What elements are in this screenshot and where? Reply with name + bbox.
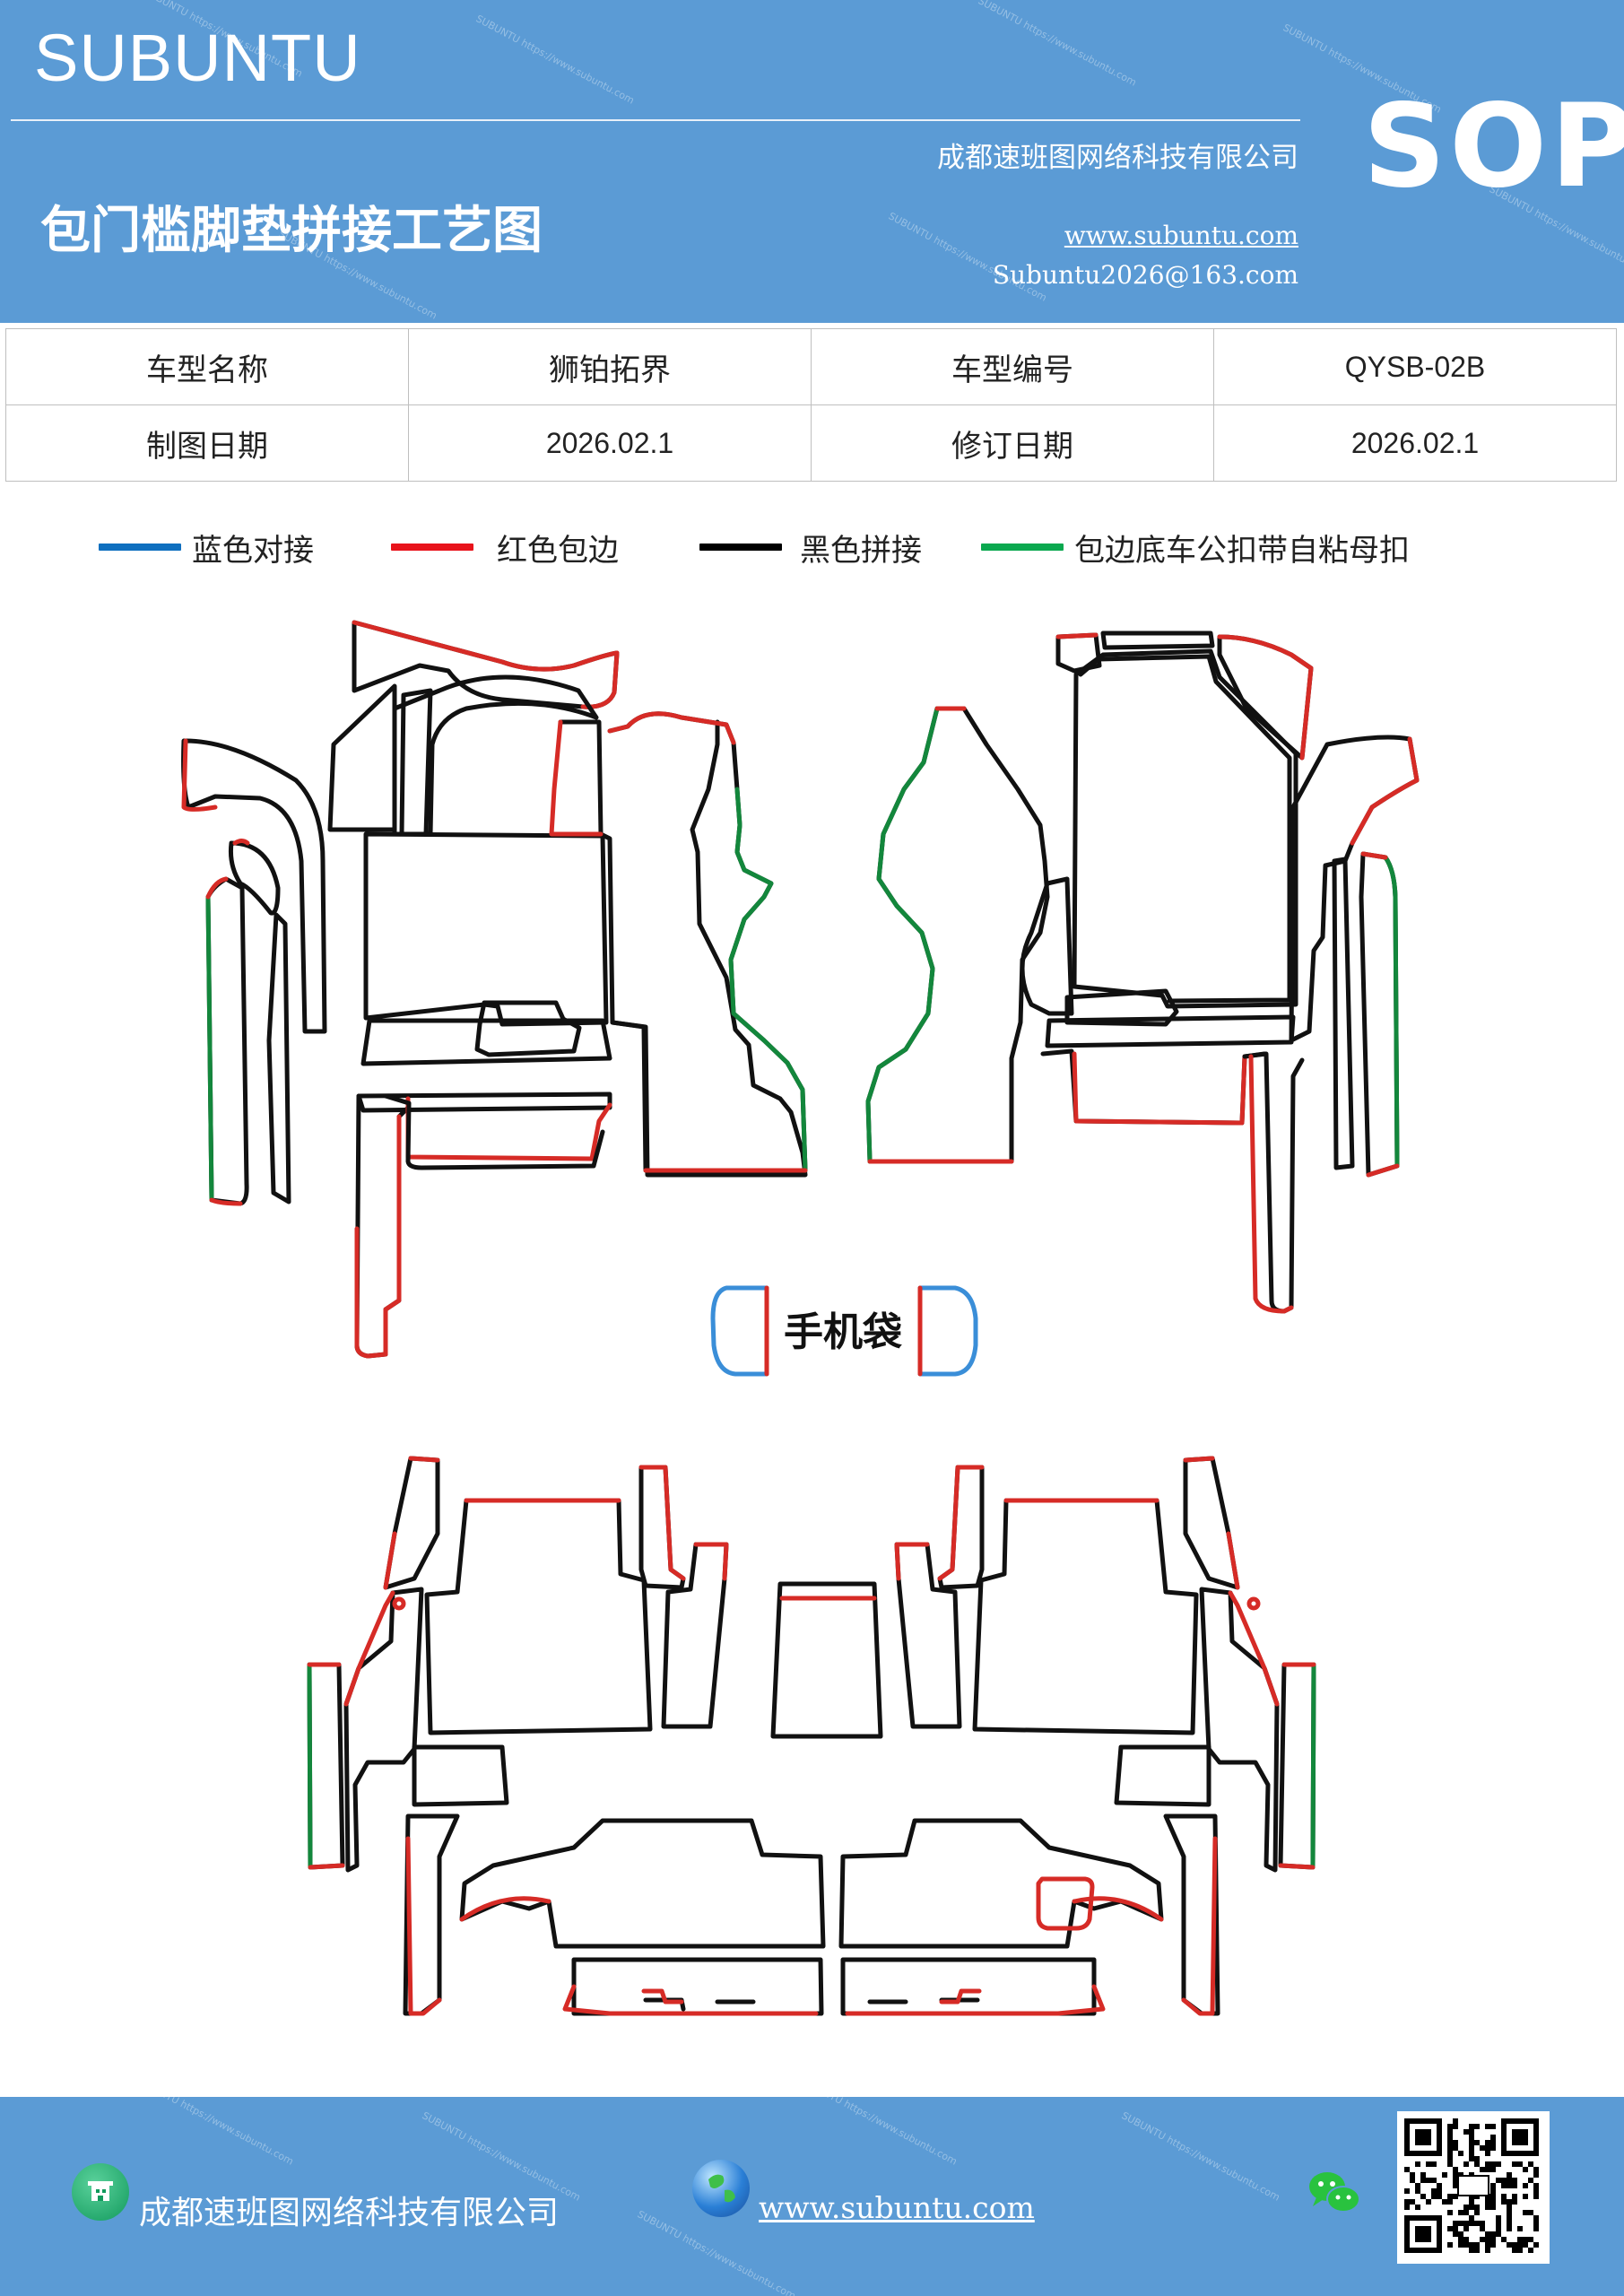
model-name-label: 车型名称 — [5, 328, 409, 405]
table-row: 车型名称 狮铂拓界 车型编号 QYSB-02B — [5, 328, 1617, 405]
header-divider — [11, 119, 1300, 121]
model-code-value: QYSB-02B — [1213, 328, 1617, 405]
watermark: SUBUNTU https://www.subuntu.com — [886, 210, 1049, 304]
model-code-label: 车型编号 — [811, 328, 1214, 405]
sop-badge: SOP — [1363, 80, 1624, 213]
lower-left-mats — [307, 1456, 883, 2016]
watermark: SUBUNTU https://www.subuntu.com — [796, 2097, 960, 2168]
header-company-name: 成都速班图网络科技有限公司 — [937, 142, 1298, 174]
legend-item-red: 红色包边 — [391, 525, 619, 570]
watermark: SUBUNTU https://www.subuntu.com — [1119, 2109, 1282, 2204]
footer-banner: SUBUNTU https://www.subuntu.com SUBUNTU … — [0, 2097, 1624, 2296]
watermark: SUBUNTU https://www.subuntu.com — [133, 2097, 296, 2168]
watermark: SUBUNTU https://www.subuntu.com — [976, 0, 1139, 89]
header-website-link[interactable]: www.subuntu.com — [1064, 221, 1298, 250]
draw-date-label: 制图日期 — [5, 404, 409, 482]
table-row: 制图日期 2026.02.1 修订日期 2026.02.1 — [5, 404, 1617, 482]
draw-date-value: 2026.02.1 — [408, 404, 812, 482]
globe-icon — [692, 2160, 750, 2217]
revise-date-value: 2026.02.1 — [1213, 404, 1617, 482]
upper-right-mats — [865, 631, 1420, 1314]
qr-code[interactable] — [1397, 2111, 1550, 2264]
document-title: 包门槛脚垫拼接工艺图 — [40, 202, 543, 260]
model-name-value: 狮铂拓界 — [408, 328, 812, 405]
wechat-icon — [1302, 2160, 1367, 2224]
lower-right-mats — [838, 1456, 1316, 2016]
header-email[interactable]: Subuntu2026@163.com — [992, 260, 1298, 290]
revise-date-label: 修订日期 — [811, 404, 1214, 482]
footer-website-link[interactable]: www.subuntu.com — [759, 2190, 1035, 2225]
legend-label: 包边底车公扣带自粘母扣 — [1074, 532, 1410, 569]
brand-logo-text: SUBUNTU — [34, 21, 361, 95]
mat-splicing-diagram: 手机袋 — [181, 620, 1420, 2016]
legend-swatch-black — [699, 544, 782, 551]
legend-swatch-blue — [99, 544, 181, 551]
legend-swatch-green — [981, 544, 1064, 551]
legend-label: 红色包边 — [497, 532, 619, 569]
footer-company-name: 成都速班图网络科技有限公司 — [139, 2195, 560, 2231]
legend-label: 黑色拼接 — [800, 532, 922, 569]
legend-item-black: 黑色拼接 — [699, 525, 922, 570]
legend-item-blue: 蓝色对接 — [99, 525, 314, 570]
phone-pocket-label: 手机袋 — [784, 1309, 902, 1355]
watermark: SUBUNTU https://www.subuntu.com — [473, 13, 637, 107]
phone-pocket: 手机袋 — [710, 1285, 978, 1377]
legend-label: 蓝色对接 — [192, 532, 314, 569]
legend-item-green: 包边底车公扣带自粘母扣 — [981, 525, 1410, 570]
upper-left-mats — [181, 620, 808, 1359]
building-icon — [72, 2163, 129, 2221]
line-color-legend: 蓝色对接 红色包边 黑色拼接 包边底车公扣带自粘母扣 — [0, 525, 1624, 578]
header-banner: SUBUNTU https://www.subuntu.com SUBUNTU … — [0, 0, 1624, 323]
legend-swatch-red — [391, 544, 473, 551]
vehicle-info-table: 车型名称 狮铂拓界 车型编号 QYSB-02B 制图日期 2026.02.1 修… — [5, 328, 1617, 482]
